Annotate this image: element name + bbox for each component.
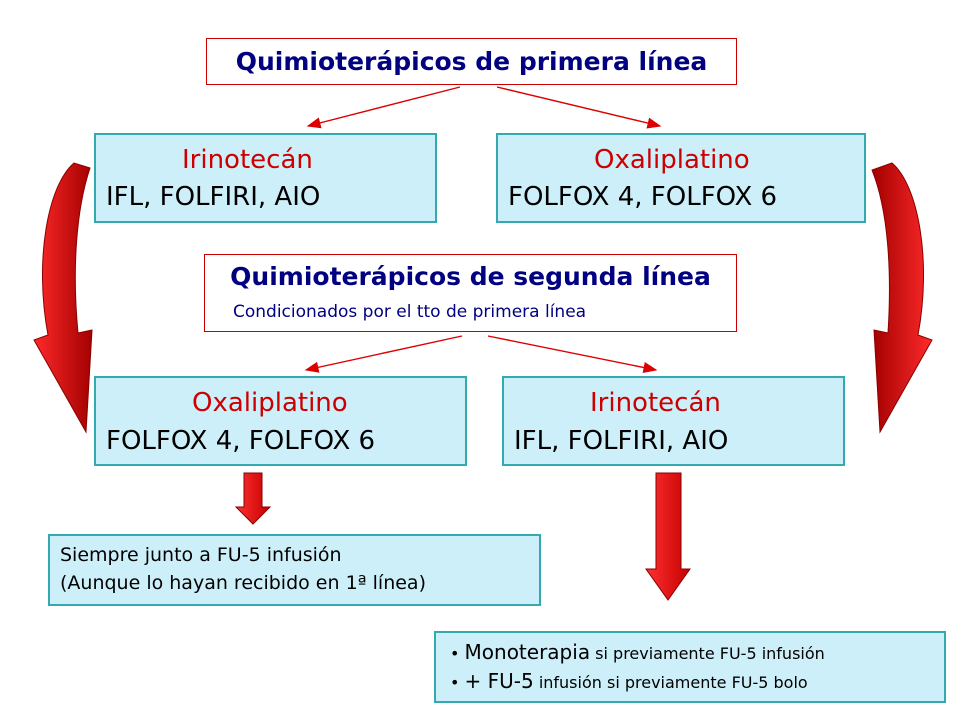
first-line-oxaliplatino-box: Oxaliplatino FOLFOX 4, FOLFOX 6 <box>496 133 866 223</box>
first-line-title: Quimioterápicos de primera línea <box>235 47 708 76</box>
first-line-title-box: Quimioterápicos de primera línea <box>206 38 737 85</box>
drug-label: Oxaliplatino <box>594 145 750 175</box>
second-line-subtitle: Condicionados por el tto de primera líne… <box>233 302 587 322</box>
bullet-item-1: • Monoterapia si previamente FU-5 infusi… <box>450 640 825 664</box>
note-left-box: Siempre junto a FU-5 infusión (Aunque lo… <box>48 534 541 606</box>
connector-second-right <box>487 335 658 373</box>
second-line-title-box: Quimioterápicos de segunda línea Condici… <box>204 254 737 332</box>
second-line-title: Quimioterápicos de segunda línea <box>230 262 711 291</box>
curved-arrow-right <box>871 162 933 434</box>
bullet-item-2: • + FU-5 infusión si previamente FU-5 bo… <box>450 669 808 693</box>
regimen-label: FOLFOX 4, FOLFOX 6 <box>106 426 376 456</box>
down-arrow-right <box>645 472 691 601</box>
bullet-icon: • <box>450 673 465 692</box>
curved-arrow-left <box>33 162 93 434</box>
bullet-icon: • <box>450 644 465 663</box>
regimen-label: FOLFOX 4, FOLFOX 6 <box>508 182 778 212</box>
note-line-2: (Aunque lo hayan recibido en 1ª línea) <box>60 572 426 594</box>
drug-label: Irinotecán <box>590 388 721 418</box>
second-line-oxaliplatino-box: Oxaliplatino FOLFOX 4, FOLFOX 6 <box>94 376 467 466</box>
bullet-rest: infusión si previamente FU-5 bolo <box>533 673 808 692</box>
first-line-irinotecan-box: Irinotecán IFL, FOLFIRI, AIO <box>94 133 437 223</box>
second-line-irinotecan-box: Irinotecán IFL, FOLFIRI, AIO <box>502 376 845 466</box>
connector-second-left <box>304 335 463 373</box>
drug-label: Oxaliplatino <box>192 388 348 418</box>
bullet-lead: + FU-5 <box>464 669 534 693</box>
note-right-box: • Monoterapia si previamente FU-5 infusi… <box>434 631 946 703</box>
regimen-label: IFL, FOLFIRI, AIO <box>106 182 321 212</box>
connector-first-left <box>306 86 461 129</box>
bullet-lead: Monoterapia <box>464 640 591 664</box>
drug-label: Irinotecán <box>182 145 313 175</box>
note-line-1: Siempre junto a FU-5 infusión <box>60 544 342 566</box>
down-arrow-left <box>234 472 272 525</box>
connector-first-right <box>496 86 662 129</box>
regimen-label: IFL, FOLFIRI, AIO <box>514 426 729 456</box>
bullet-rest: si previamente FU-5 infusión <box>590 644 825 663</box>
